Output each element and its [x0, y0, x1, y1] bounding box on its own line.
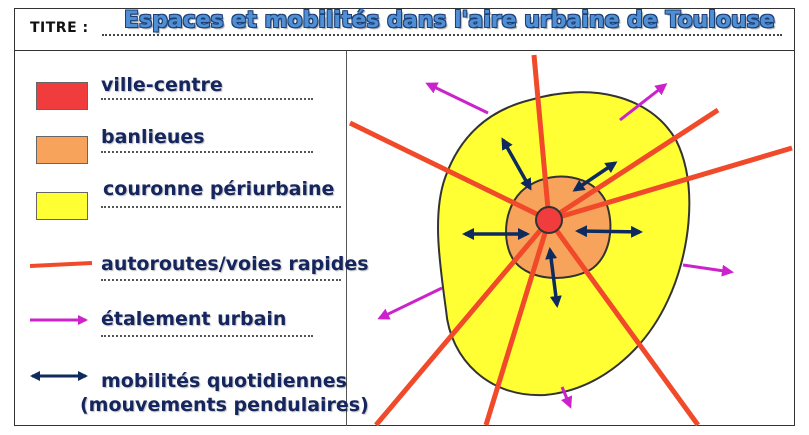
legend-label-etalement-urbain: étalement urbain	[101, 308, 287, 330]
legend-label-autoroutes: autoroutes/voies rapides	[101, 253, 369, 275]
legend-dots	[101, 98, 313, 100]
legend-symbols	[29, 261, 93, 381]
toulouse-diagram	[348, 54, 793, 426]
map-title: Espaces et mobilités dans l'aire urbaine…	[124, 8, 775, 33]
swatch-ville-centre	[36, 82, 88, 110]
legend-divider	[346, 51, 347, 426]
title-dotted-line	[102, 34, 782, 36]
legend-dots	[101, 279, 341, 281]
legend-dots	[101, 151, 313, 153]
legend-label-mobilites-quotidiennes: mobilités quotidiennes	[101, 370, 347, 392]
map-frame	[14, 8, 795, 426]
title-row	[14, 8, 795, 51]
sprawl-arrows	[377, 82, 734, 409]
city-center	[535, 206, 563, 234]
title-label: TITRE :	[30, 20, 89, 36]
legend-dots	[101, 335, 313, 337]
highway-legend-line	[29, 261, 93, 268]
swatch-couronne-periurbaine	[36, 192, 88, 220]
highways	[348, 54, 793, 426]
legend-label-ville-centre: ville-centre	[101, 74, 223, 96]
commute-arrows	[462, 137, 643, 308]
legend-dots	[101, 206, 341, 208]
swatch-banlieues	[36, 136, 88, 164]
legend-label-couronne-periurbaine: couronne périurbaine	[103, 178, 335, 200]
legend-label-mouvements-pendulaires: (mouvements pendulaires)	[80, 394, 369, 416]
legend-label-banlieues: banlieues	[101, 126, 205, 148]
